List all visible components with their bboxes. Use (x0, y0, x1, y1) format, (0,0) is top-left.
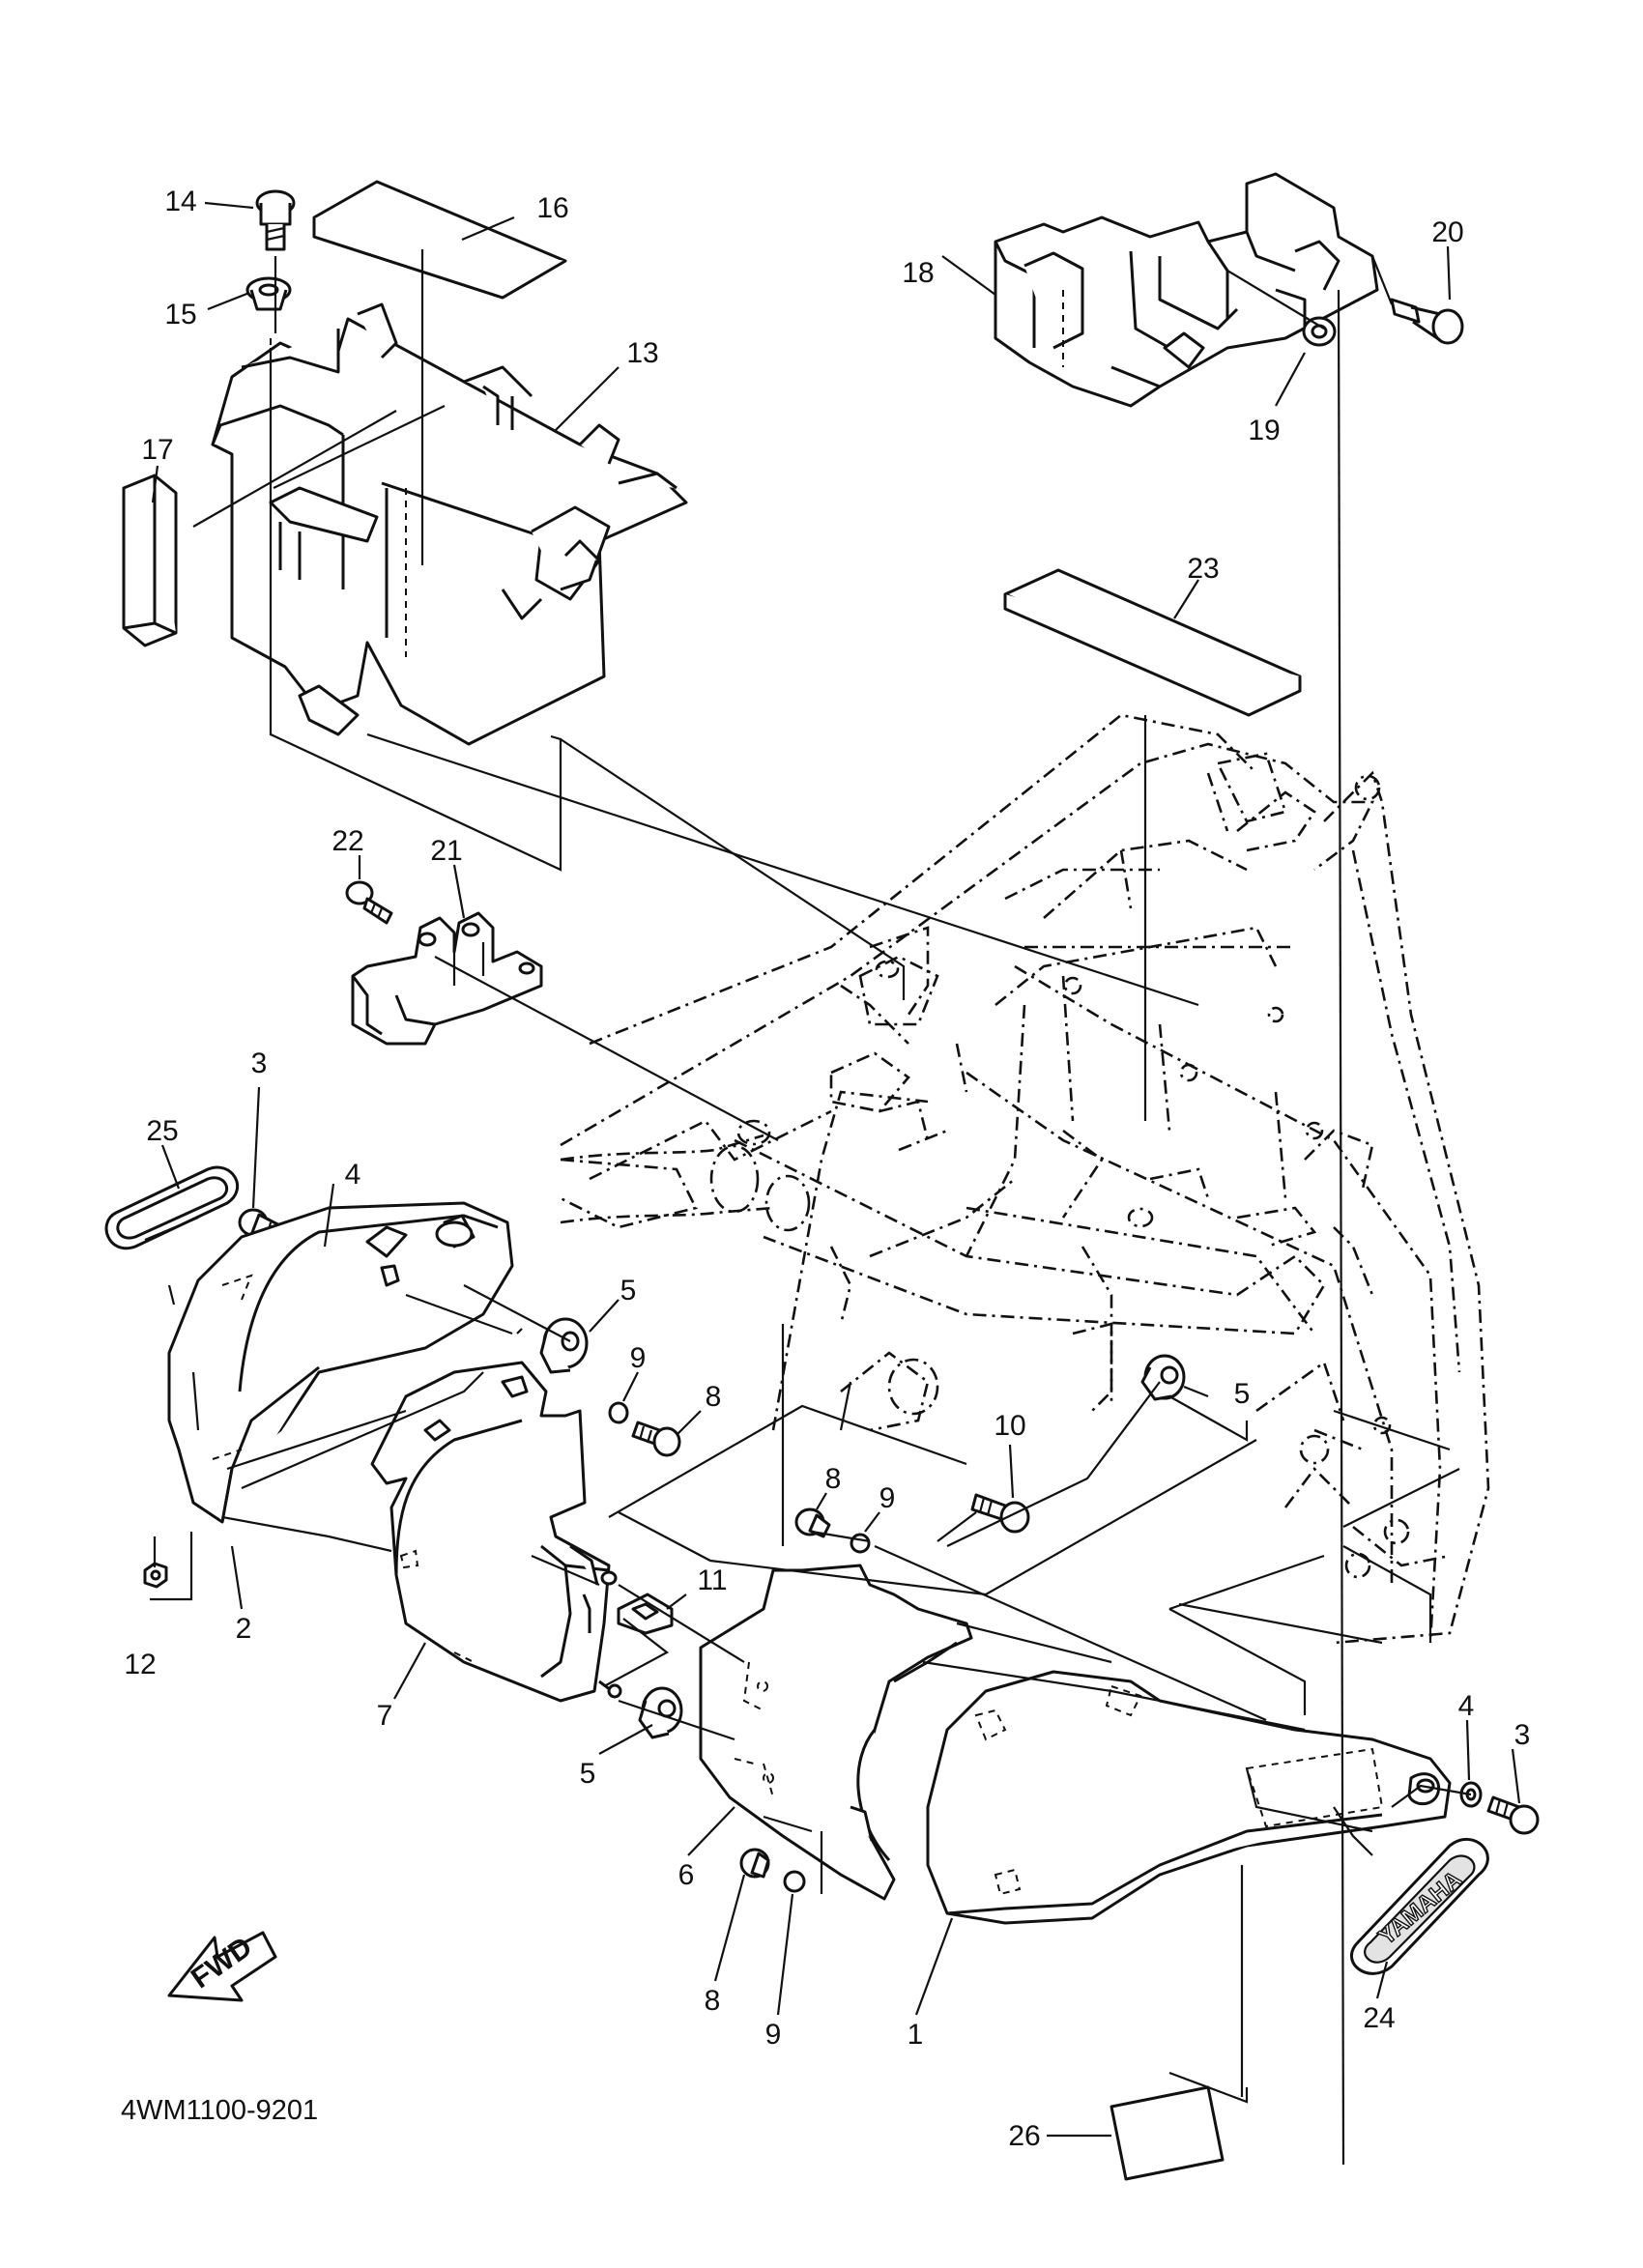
callout-5-lower: 5 (580, 1758, 596, 1790)
part-24-emblem: YAMAHA (1350, 1838, 1489, 1975)
part-26-label (1110, 2085, 1225, 2181)
part-8-bolt-upper (631, 1421, 681, 1457)
callout-20: 20 (1431, 216, 1463, 248)
part-9-washer-lower (783, 1870, 806, 1893)
part-17-pad (122, 474, 178, 647)
part-19-nut (1302, 316, 1337, 347)
part-20-bolt (1390, 298, 1464, 345)
callout-14: 14 (164, 186, 196, 217)
leader-lines (150, 201, 1521, 2138)
callout-9-lower: 9 (765, 2019, 782, 2051)
callout-7: 7 (377, 1700, 393, 1732)
callout-18: 18 (902, 257, 934, 289)
callout-2: 2 (236, 1613, 252, 1645)
fwd-arrow-icon: FWD (167, 1931, 277, 2002)
callout-5-upper: 5 (620, 1275, 637, 1306)
frame-phantom (560, 713, 1490, 1645)
callout-4-right: 4 (1458, 1690, 1475, 1722)
part-21-bracket (351, 911, 543, 1046)
callout-19: 19 (1248, 415, 1280, 446)
callout-16: 16 (536, 192, 568, 224)
callout-21: 21 (430, 835, 462, 867)
part-8-bolt-lower (739, 1848, 770, 1879)
callout-23: 23 (1187, 553, 1219, 585)
callout-8-upper: 8 (706, 1381, 722, 1413)
part-7-cover (370, 1361, 622, 1703)
callout-numbers: 14 16 15 13 17 18 20 19 23 22 21 3 25 4 … (124, 186, 1530, 2152)
part-4-washer-right (1459, 1781, 1483, 1808)
part-23-sheet (1003, 568, 1302, 717)
part-5-grommet-upper (539, 1317, 589, 1374)
part-9-washer-upper (608, 1401, 629, 1424)
callout-17: 17 (141, 434, 173, 466)
part-2-cover (167, 1201, 514, 1524)
part-15-collar (245, 276, 292, 311)
part-13-battery-case (211, 302, 688, 746)
part-18-cover (994, 172, 1379, 408)
part-11-clip (617, 1593, 674, 1635)
callout-9-mid: 9 (879, 1482, 896, 1514)
callout-15: 15 (164, 299, 196, 330)
callout-3-left: 3 (251, 1048, 268, 1079)
callout-8-lower: 8 (705, 1985, 721, 2017)
callout-25: 25 (146, 1115, 178, 1147)
callout-6: 6 (678, 1859, 695, 1891)
callout-9-upper: 9 (630, 1342, 647, 1374)
part-16-pad (312, 180, 567, 300)
part-5-grommet-lower (638, 1686, 683, 1739)
part-5-grommet-right (1140, 1354, 1186, 1401)
callout-4-left: 4 (345, 1159, 361, 1191)
callout-26: 26 (1008, 2120, 1040, 2152)
diagram-code: 4WM1100-9201 (121, 2095, 318, 2126)
callout-3-right: 3 (1514, 1719, 1531, 1751)
part-22-bolt (345, 880, 393, 925)
part-14-bolt (255, 189, 296, 251)
part-1-side-cover (926, 1670, 1452, 1925)
callout-12: 12 (124, 1649, 156, 1680)
frame-rails (994, 839, 1295, 1007)
part-10-bolt (970, 1493, 1030, 1534)
part-9-washer-mid (850, 1533, 871, 1554)
callout-8-mid: 8 (825, 1463, 842, 1495)
callout-22: 22 (331, 825, 363, 857)
callout-1: 1 (908, 2019, 924, 2051)
part-25-emblem (104, 1165, 240, 1250)
callout-5-right: 5 (1234, 1378, 1251, 1410)
callout-11: 11 (697, 1565, 727, 1596)
callout-10: 10 (994, 1410, 1025, 1442)
frame-tube (560, 1119, 1326, 1335)
callout-24: 24 (1363, 2002, 1395, 2034)
alignment-lines (144, 249, 1472, 2166)
part-3-bolt-right (1486, 1795, 1540, 1835)
callout-13: 13 (626, 337, 658, 369)
